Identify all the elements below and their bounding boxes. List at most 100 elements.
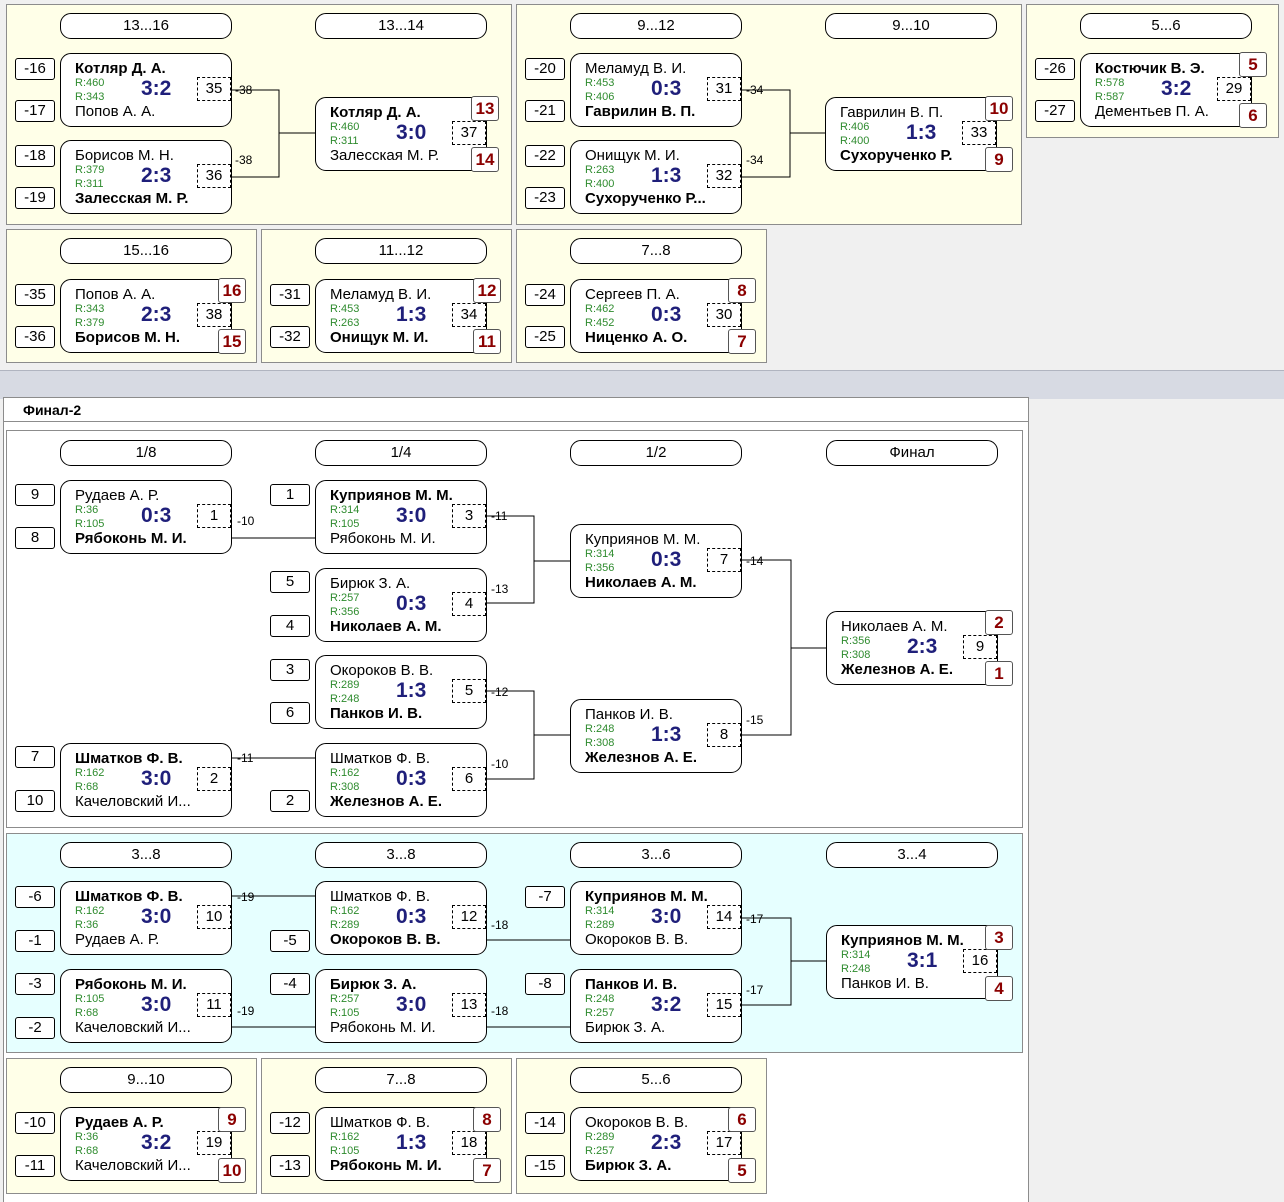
match-number: 38 <box>197 303 231 327</box>
match-score: 0:3 <box>396 592 427 615</box>
match-number: 33 <box>962 121 996 145</box>
seed-slot: -4 <box>270 973 310 995</box>
loser-destination-label: -34 <box>746 83 764 97</box>
player-top-rating: R:289 <box>585 1131 615 1143</box>
round-header: 7...8 <box>315 1067 487 1093</box>
loser-destination-label: -10 <box>237 514 255 528</box>
loser-destination-label: -18 <box>491 1004 509 1018</box>
round-header: 9...10 <box>60 1067 232 1093</box>
match-score: 0:3 <box>396 905 427 928</box>
player-bottom-name: Залесская М. Р. <box>330 147 440 164</box>
loser-destination-label: -19 <box>237 1004 255 1018</box>
match-score: 3:0 <box>396 993 427 1016</box>
match-number: 6 <box>452 767 486 791</box>
final-place-badge: 13 <box>471 96 499 121</box>
connector-lines <box>232 895 826 1028</box>
round-header: 3...6 <box>570 842 742 868</box>
player-bottom-name: Железнов А. Е. <box>330 793 442 810</box>
seed-slot: -35 <box>15 284 55 306</box>
loser-destination-label: -13 <box>491 582 509 596</box>
connector-line <box>742 559 792 736</box>
final-place-badge: 7 <box>728 329 756 354</box>
player-top-name: Попов А. А. <box>75 286 156 303</box>
player-top-rating: R:314 <box>585 905 615 917</box>
player-bottom-name: Окороков В. В. <box>585 931 689 948</box>
match-number: 12 <box>452 905 486 929</box>
player-bottom-name: Рудаев А. Р. <box>75 931 160 948</box>
round-header: 3...4 <box>826 842 998 868</box>
player-top-rating: R:162 <box>330 767 360 779</box>
seed-slot: -15 <box>525 1155 565 1177</box>
final-place-badge: 11 <box>473 329 501 354</box>
player-bottom-rating: R:248 <box>841 963 871 975</box>
player-top-name: Меламуд В. И. <box>585 60 687 77</box>
player-top-rating: R:162 <box>330 1131 360 1143</box>
seed-slot: -10 <box>15 1112 55 1134</box>
match-score: 2:3 <box>651 1131 682 1154</box>
final-place-badge: 7 <box>473 1158 501 1183</box>
seed-slot: -13 <box>270 1155 310 1177</box>
seed-slot: -22 <box>525 145 565 167</box>
section-separator <box>0 370 1284 399</box>
player-top-name: Гаврилин В. П. <box>840 104 944 121</box>
seed-slot: -14 <box>525 1112 565 1134</box>
player-top-name: Шматков Ф. В. <box>330 888 431 905</box>
final-place-badge: 5 <box>728 1158 756 1183</box>
player-bottom-name: Николаев А. М. <box>585 574 697 591</box>
final-place-badge: 4 <box>985 976 1013 1001</box>
player-bottom-name: Дементьев П. А. <box>1095 103 1209 120</box>
loser-destination-label: -34 <box>746 153 764 167</box>
match-number: 9 <box>963 635 997 659</box>
match-number: 32 <box>707 164 741 188</box>
seed-slot: 10 <box>15 790 55 812</box>
player-top-name: Бирюк З. А. <box>330 575 411 592</box>
player-top-name: Куприянов М. М. <box>330 487 453 504</box>
seed-slot: -23 <box>525 187 565 209</box>
seed-slot: -3 <box>15 973 55 995</box>
player-bottom-name: Бирюк З. А. <box>585 1019 666 1036</box>
final-place-badge: 2 <box>985 610 1013 635</box>
loser-destination-label: -11 <box>491 509 508 523</box>
seed-slot: -36 <box>15 326 55 348</box>
player-top-rating: R:162 <box>75 767 105 779</box>
player-top-rating: R:314 <box>585 548 615 560</box>
player-bottom-rating: R:36 <box>75 919 99 931</box>
round-header: 7...8 <box>570 238 742 264</box>
player-top-name: Сергеев П. А. <box>585 286 680 303</box>
final-place-badge: 14 <box>471 147 499 172</box>
player-bottom-rating: R:452 <box>585 317 615 329</box>
player-top-name: Окороков В. В. <box>330 662 434 679</box>
